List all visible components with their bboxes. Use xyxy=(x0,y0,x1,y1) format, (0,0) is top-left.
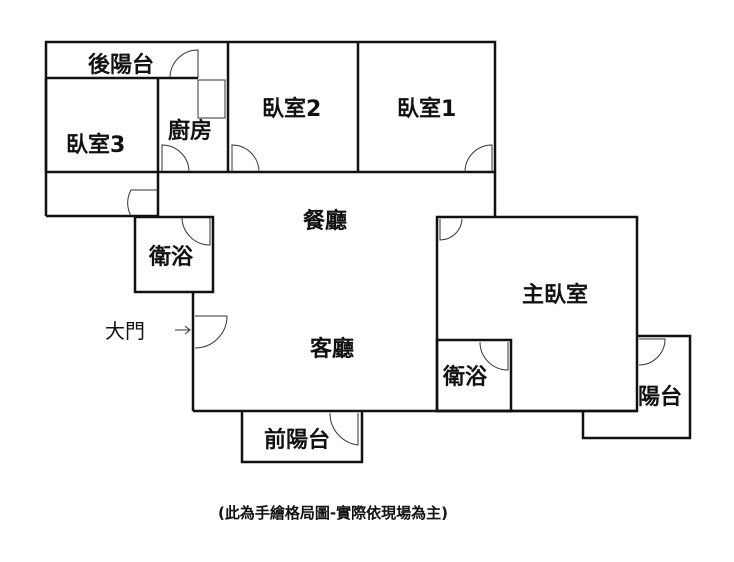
walls xyxy=(44,40,692,464)
label-balcony: 陽台 xyxy=(638,384,682,410)
room-labels: 後陽台 臥室3 廚房 臥室2 臥室1 餐廳 衛浴 客廳 主臥室 衛浴 陽台 前陽… xyxy=(66,52,682,453)
label-living: 客廳 xyxy=(310,336,354,362)
label-back-balcony: 後陽台 xyxy=(88,52,154,78)
label-bathroom2: 衛浴 xyxy=(442,364,488,390)
label-entrance: 大門 xyxy=(105,319,145,343)
label-master-bedroom: 主臥室 xyxy=(522,282,588,308)
label-bathroom1: 衛浴 xyxy=(148,244,194,270)
label-kitchen: 廚房 xyxy=(168,118,212,144)
label-dining: 餐廳 xyxy=(303,208,347,234)
label-bedroom1: 臥室1 xyxy=(397,96,456,122)
label-front-balcony: 前陽台 xyxy=(264,427,330,453)
caption: (此為手繪格局圖-實際依現場為主) xyxy=(218,504,448,522)
door-swings xyxy=(127,49,666,446)
label-bedroom2: 臥室2 xyxy=(262,96,321,122)
label-bedroom3: 臥室3 xyxy=(66,132,125,158)
